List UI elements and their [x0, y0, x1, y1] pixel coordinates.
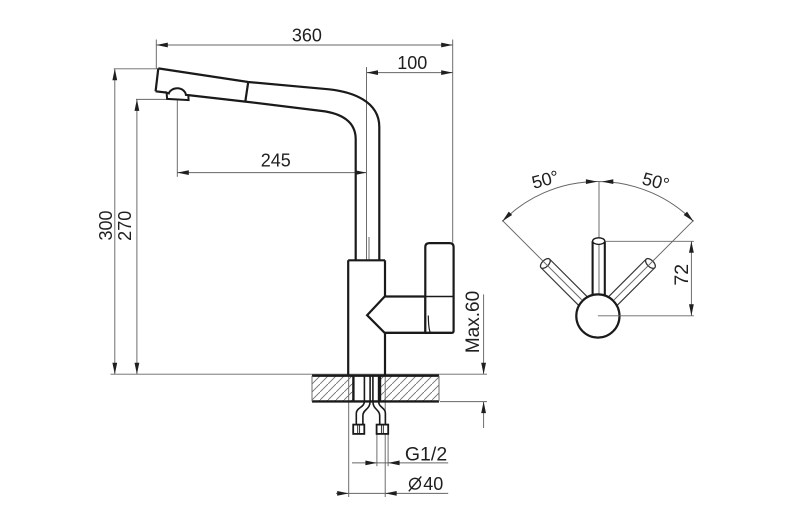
svg-text:245: 245	[261, 151, 291, 171]
svg-text:Max.60: Max.60	[463, 291, 484, 353]
svg-text:100: 100	[397, 53, 427, 73]
svg-text:50°: 50°	[530, 167, 561, 193]
svg-text:360: 360	[292, 25, 322, 45]
svg-text:G1/2: G1/2	[405, 444, 447, 466]
svg-text:270: 270	[115, 211, 135, 241]
svg-text:50°: 50°	[640, 169, 671, 195]
svg-text:300: 300	[96, 210, 116, 240]
svg-text:40: 40	[423, 474, 443, 494]
svg-text:72: 72	[671, 264, 693, 286]
